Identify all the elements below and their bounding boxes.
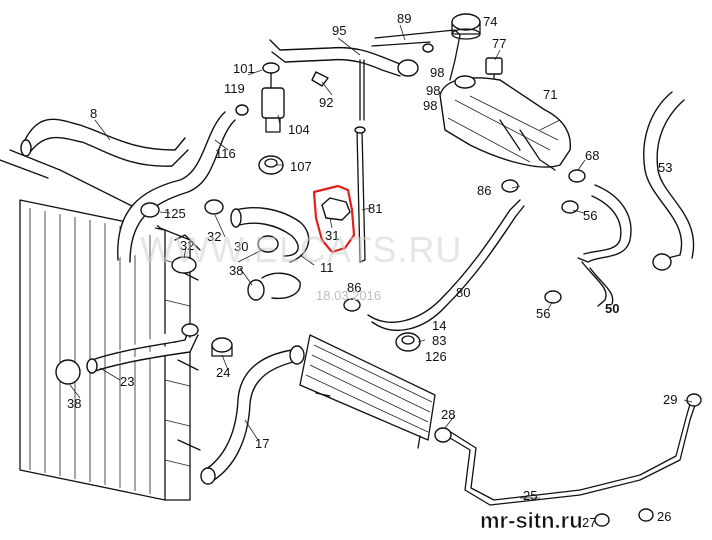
callout-29[interactable]: 29 — [663, 392, 677, 407]
callout-126[interactable]: 126 — [425, 349, 447, 364]
watermark-date: 18.03.2016 — [316, 288, 381, 303]
callout-14[interactable]: 14 — [432, 318, 446, 333]
callout-92[interactable]: 92 — [319, 95, 333, 110]
callout-31[interactable]: 31 — [325, 228, 339, 243]
hose-11-end — [230, 208, 242, 228]
hose-8-end — [20, 139, 32, 157]
highlight-31 — [312, 184, 356, 254]
clamp-26 — [638, 508, 654, 522]
callout-80[interactable]: 80 — [456, 285, 470, 300]
callout-86b[interactable]: 86 — [347, 280, 361, 295]
callout-23[interactable]: 23 — [120, 374, 134, 389]
connector-98a — [397, 59, 419, 77]
bracket-31 — [321, 197, 351, 221]
connector-top — [422, 43, 434, 53]
hose-53-end — [652, 253, 672, 271]
cap-74 — [451, 13, 481, 40]
callout-28[interactable]: 28 — [441, 407, 455, 422]
callout-32a[interactable]: 32 — [207, 229, 221, 244]
callout-27[interactable]: 27 — [582, 515, 596, 530]
clamp-28 — [434, 427, 452, 443]
callout-119[interactable]: 119 — [224, 81, 245, 96]
callout-98c[interactable]: 98 — [426, 83, 440, 98]
clamp-38b — [55, 359, 81, 385]
thermostat-104 — [261, 62, 285, 133]
hose-17 — [204, 349, 303, 481]
callout-68[interactable]: 68 — [585, 148, 599, 163]
hose-23-end — [86, 358, 98, 374]
pipe-80 — [367, 199, 525, 331]
callout-125[interactable]: 125 — [164, 206, 186, 221]
callout-107[interactable]: 107 — [290, 159, 312, 174]
bottom-watermark: mr-sitn.ru — [480, 508, 583, 533]
callout-53[interactable]: 53 — [658, 160, 672, 175]
callout-77[interactable]: 77 — [492, 36, 506, 51]
line-89 — [371, 29, 461, 81]
hose-17-end2 — [200, 467, 216, 485]
clamp-32a — [204, 199, 224, 215]
hose-17-end — [289, 345, 305, 365]
leader-lines — [69, 24, 693, 499]
hose-23-fitting — [181, 323, 199, 337]
clamp-27 — [594, 513, 610, 527]
callout-116[interactable]: 116 — [215, 146, 236, 161]
hose-53 — [643, 91, 695, 261]
clamp-86b — [343, 298, 361, 312]
hose-8 — [24, 118, 189, 167]
seal-14 — [395, 332, 421, 352]
clamp-119 — [235, 104, 249, 116]
callout-89[interactable]: 89 — [397, 11, 411, 26]
callout-86a[interactable]: 86 — [477, 183, 491, 198]
hose-95 — [269, 39, 401, 77]
callout-25[interactable]: 25 — [523, 488, 537, 503]
callout-11[interactable]: 11 — [320, 260, 334, 275]
callout-50[interactable]: 50 — [605, 301, 619, 316]
callout-71[interactable]: 71 — [543, 87, 557, 102]
clamp-30 — [257, 235, 279, 253]
part-92 — [311, 71, 329, 87]
hose-50 — [577, 184, 632, 307]
callout-56b[interactable]: 56 — [536, 306, 550, 321]
pipe-25 — [444, 403, 696, 506]
hose-11 — [235, 207, 310, 263]
callout-38b[interactable]: 38 — [67, 396, 81, 411]
callout-83[interactable]: 83 — [432, 333, 446, 348]
rod-81 — [354, 126, 366, 263]
clamp-56b — [544, 290, 562, 304]
clamp-68 — [568, 169, 586, 183]
callout-74[interactable]: 74 — [483, 14, 497, 29]
callout-30[interactable]: 30 — [234, 239, 248, 254]
callout-56a[interactable]: 56 — [583, 208, 597, 223]
vent-line — [359, 59, 365, 121]
callout-95[interactable]: 95 — [332, 23, 346, 38]
oil-cooler — [299, 334, 436, 449]
callout-26[interactable]: 26 — [657, 509, 671, 524]
callout-101[interactable]: 101 — [233, 61, 255, 76]
callout-17[interactable]: 17 — [255, 436, 269, 451]
clamp-86a — [501, 179, 519, 193]
callout-32b[interactable]: 32 — [180, 238, 194, 253]
clamp-29 — [686, 393, 702, 407]
callout-98b[interactable]: 98 — [423, 98, 437, 113]
callout-24[interactable]: 24 — [216, 365, 230, 380]
callout-98a[interactable]: 98 — [430, 65, 444, 80]
callout-81[interactable]: 81 — [368, 201, 382, 216]
callout-104[interactable]: 104 — [288, 122, 310, 137]
callout-8[interactable]: 8 — [90, 106, 97, 121]
clamp-125 — [140, 202, 160, 218]
callout-38a[interactable]: 38 — [229, 263, 243, 278]
watermark: WWW.ELCATS.RU — [140, 229, 462, 270]
hose-23 — [91, 324, 199, 373]
hose-116 — [117, 111, 236, 263]
expansion-tank-71 — [439, 75, 572, 171]
